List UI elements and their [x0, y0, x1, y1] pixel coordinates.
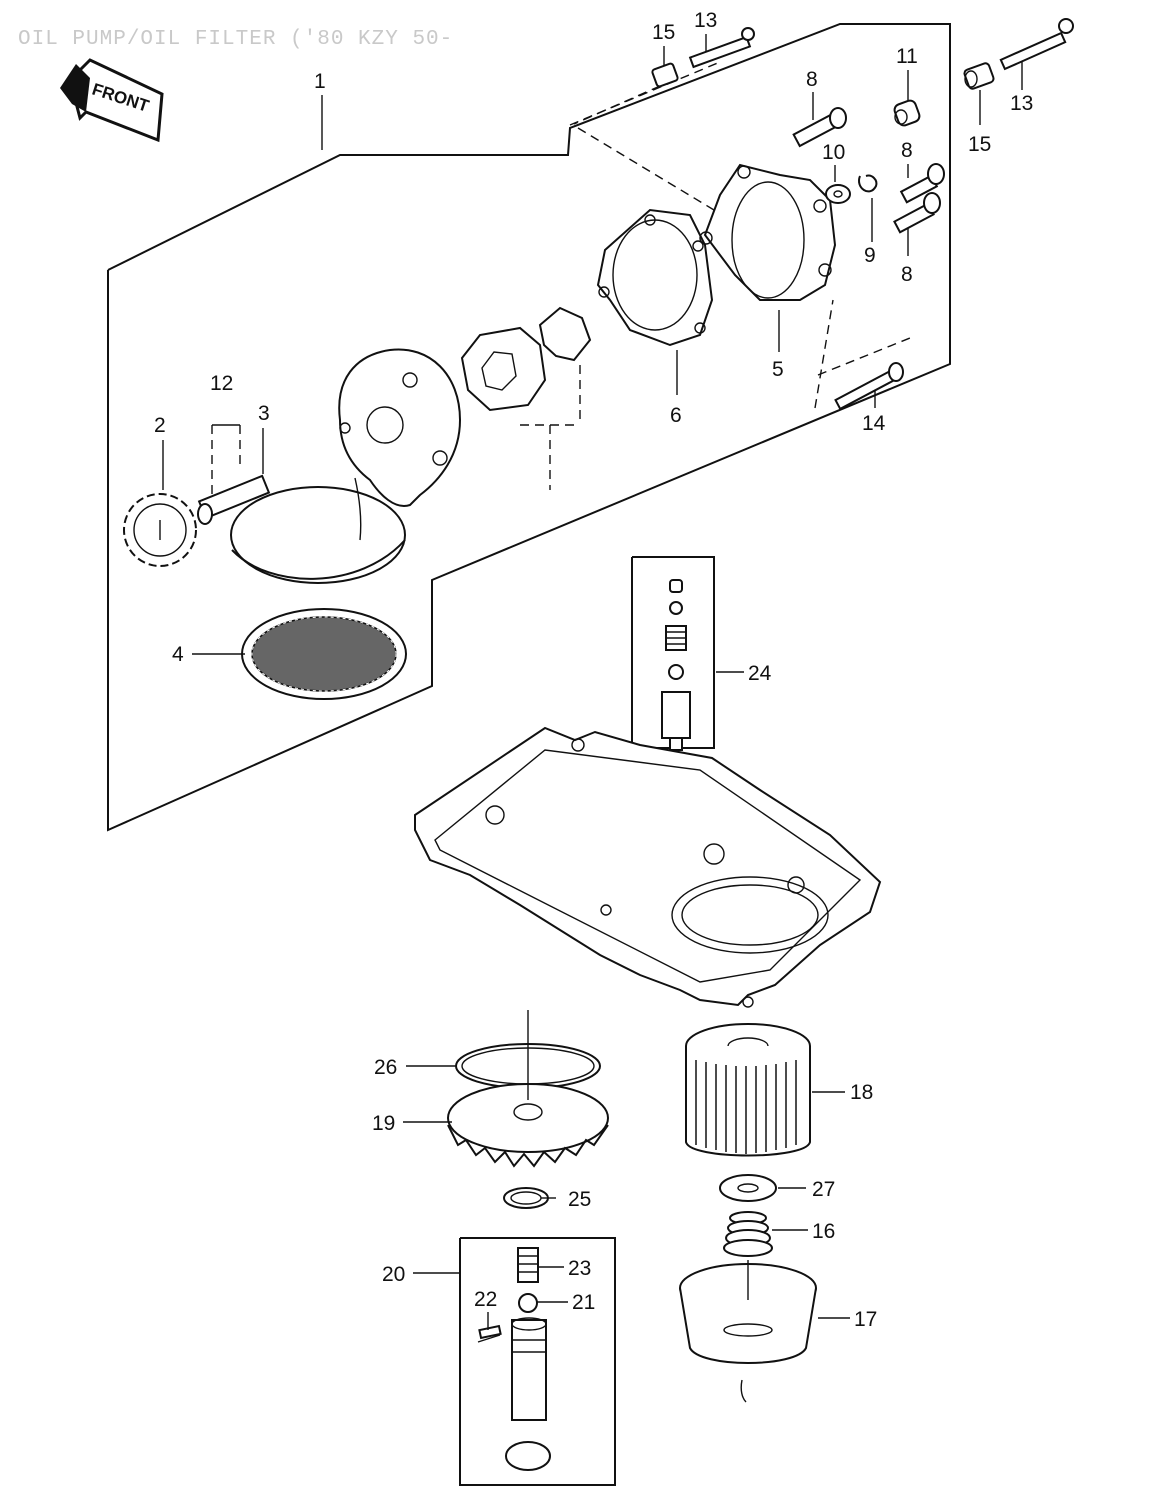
callout-8-bottom: 8 — [901, 263, 913, 286]
oil-pump-assembly-outline — [107, 23, 951, 832]
callout-25: 25 — [568, 1188, 591, 1211]
inner-rotor — [520, 306, 592, 490]
bolt-13-right — [999, 18, 1074, 71]
filter-housing-17 — [679, 1260, 817, 1403]
pump-cover-gasket — [596, 208, 714, 347]
callout-17: 17 — [854, 1308, 877, 1331]
washer-27 — [719, 1174, 777, 1202]
clip-9 — [858, 174, 878, 193]
callout-12: 12 — [210, 372, 233, 395]
callout-8-top: 8 — [806, 68, 818, 91]
oil-pump-sprocket — [123, 493, 197, 567]
callout-15-right: 15 — [968, 133, 991, 156]
callout-6: 6 — [670, 404, 682, 427]
oil-pump-cover — [699, 163, 837, 301]
collar-15-left — [651, 62, 679, 88]
bolt-8-lower — [893, 192, 941, 234]
callout-15-left: 15 — [652, 21, 675, 44]
callout-2: 2 — [154, 414, 166, 437]
pump-pin — [211, 424, 241, 500]
leader-lines — [162, 34, 1023, 1330]
callout-9: 9 — [864, 244, 876, 267]
callout-24: 24 — [748, 662, 772, 685]
oil-filter-element-18 — [685, 1023, 811, 1157]
oil-pump-body — [230, 348, 462, 584]
callout-14: 14 — [862, 412, 886, 435]
callout-10: 10 — [822, 141, 845, 164]
callout-3: 3 — [258, 402, 270, 425]
callout-21: 21 — [572, 1291, 595, 1314]
callout-11: 11 — [896, 45, 918, 68]
guide-lines — [569, 61, 911, 409]
callout-22: 22 — [474, 1288, 497, 1311]
spring-16 — [723, 1211, 773, 1257]
bypass-valve-kit-20 — [459, 1237, 616, 1486]
bolt-8-upper — [792, 107, 847, 148]
callout-18: 18 — [850, 1081, 873, 1104]
callout-19: 19 — [372, 1112, 395, 1135]
callout-16: 16 — [812, 1220, 835, 1243]
callout-26: 26 — [374, 1056, 397, 1079]
bolt-8-middle — [899, 163, 945, 204]
callout-13-right: 13 — [1010, 92, 1033, 115]
bolt-14 — [834, 362, 904, 411]
oil-pan — [414, 726, 882, 1008]
washer-10 — [825, 184, 851, 204]
callout-13-left: 13 — [694, 9, 717, 32]
callout-1: 1 — [314, 70, 326, 93]
collar-15-right — [963, 62, 995, 90]
collar-11 — [893, 99, 921, 127]
callout-20: 20 — [382, 1263, 405, 1286]
callout-4: 4 — [172, 643, 184, 666]
callout-23: 23 — [568, 1257, 591, 1280]
front-arrow-icon: FRONT — [60, 58, 164, 143]
callout-27: 27 — [812, 1178, 835, 1201]
oil-strainer-screen — [241, 608, 407, 700]
pump-shaft — [197, 474, 271, 525]
outer-rotor — [460, 326, 547, 412]
callout-5: 5 — [772, 358, 784, 381]
diagram-title: OIL PUMP/OIL FILTER ('80 KZY 50- — [18, 28, 453, 51]
callout-8-middle: 8 — [901, 139, 913, 162]
bolt-13-left — [688, 27, 755, 69]
valve-kit-24 — [631, 556, 715, 800]
